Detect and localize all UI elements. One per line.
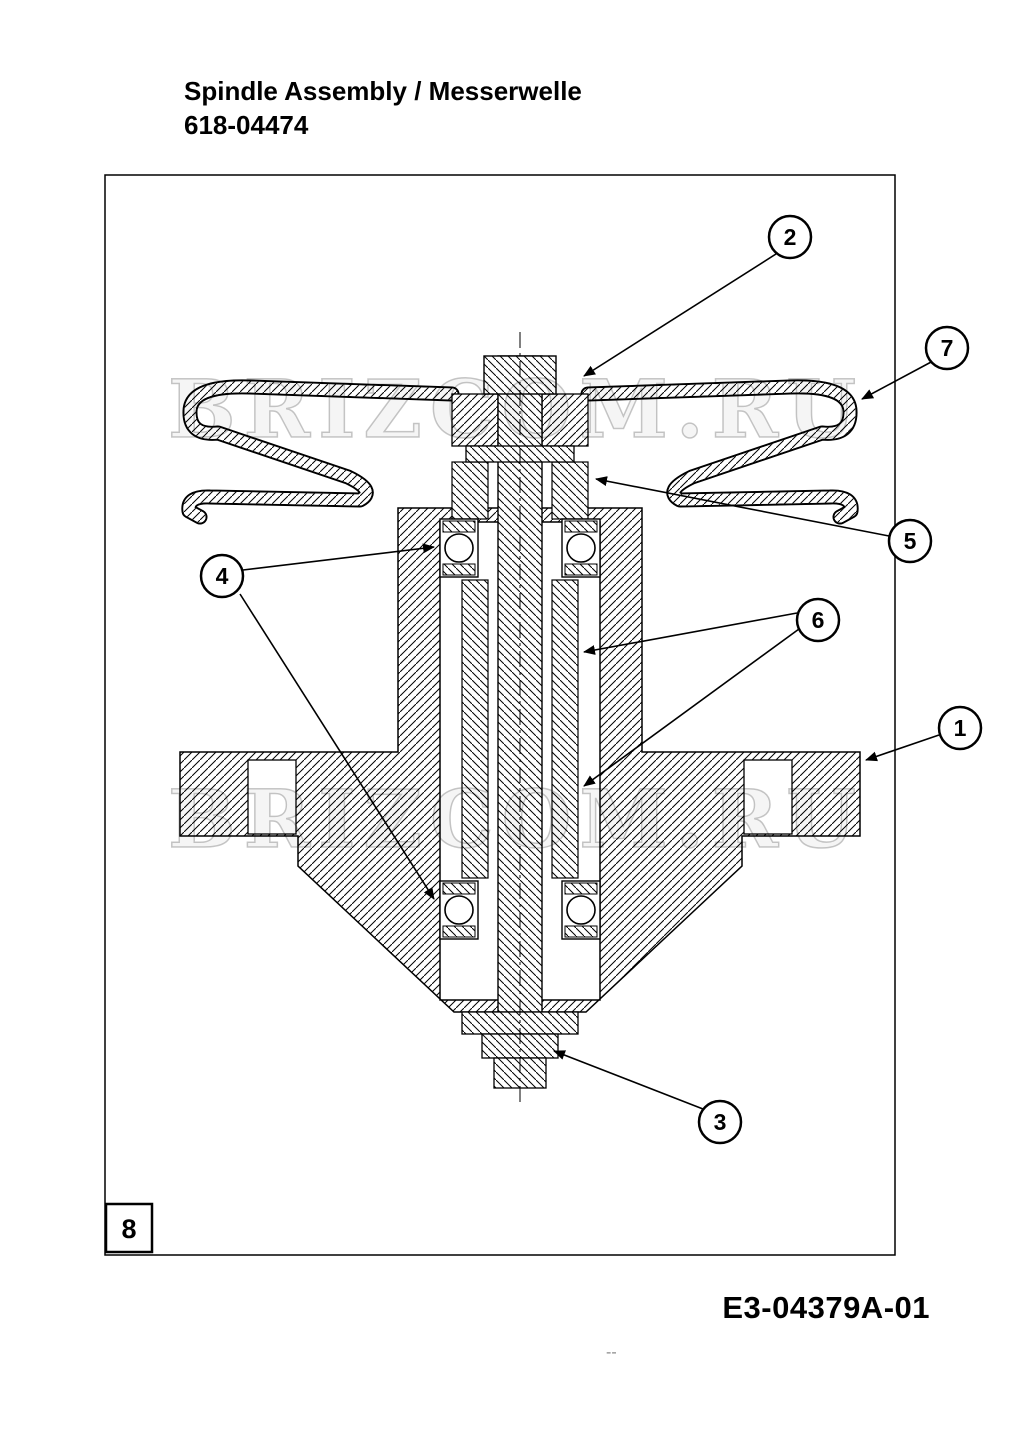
spacer-wall-right	[551, 579, 579, 879]
bearing-spacer	[451, 461, 589, 879]
callout-number: 1	[954, 715, 967, 741]
page-number: 8	[121, 1214, 136, 1244]
bearing-race-bottom	[442, 563, 476, 576]
callout-number: 6	[812, 607, 825, 633]
pulley-left-hatch	[189, 387, 452, 517]
bearing-ball	[566, 533, 596, 563]
bearing-race-bottom	[442, 925, 476, 938]
callout-circle	[924, 325, 970, 371]
callout-circle	[887, 518, 933, 564]
leader-6a	[583, 612, 798, 655]
callout-1: 1	[937, 705, 983, 751]
bearing-ball	[566, 895, 596, 925]
bearing-race-bottom	[564, 563, 598, 576]
leader-5	[595, 476, 890, 537]
bearing-race-top	[564, 882, 598, 895]
callout-circle	[199, 553, 245, 599]
bearing-ball	[444, 895, 474, 925]
callout-circle	[795, 597, 841, 643]
pulley-right-hatch	[588, 387, 851, 517]
callout-number: 3	[714, 1109, 727, 1135]
callout-2: 2	[767, 214, 813, 260]
callout-4: 4	[199, 553, 245, 599]
drawing-border	[104, 174, 896, 1256]
spindle-drawing	[179, 332, 861, 1102]
stray-mark: --	[606, 1344, 617, 1361]
callouts: 1 2 3 4 5 6 7	[199, 214, 983, 1145]
bearing-lower-left	[439, 880, 479, 940]
spacer-upper-right	[551, 461, 589, 520]
leader-2	[583, 253, 777, 377]
leader-4a	[242, 543, 435, 571]
pulley-hub-left	[451, 393, 499, 447]
callout-circle	[697, 1099, 743, 1145]
callout-6: 6	[795, 597, 841, 643]
leader-lines	[239, 253, 940, 1110]
page-number-box: 8	[104, 1202, 154, 1254]
spacer-wall-left	[461, 579, 489, 879]
flange-bolt-slot-left	[247, 759, 297, 835]
bearing-lower-right	[561, 880, 601, 940]
part-number: 618-04474	[184, 110, 309, 140]
pulley-hub-right	[541, 393, 589, 447]
drawing-number: E3-04379A-01	[722, 1290, 930, 1325]
bearing-ball	[444, 533, 474, 563]
bearing-race-top	[564, 520, 598, 533]
bearing-upper-right	[561, 518, 601, 578]
bearing-race-bottom	[564, 925, 598, 938]
leader-1	[865, 734, 940, 762]
pulley-cross-section	[189, 387, 851, 517]
callout-circle	[767, 214, 813, 260]
leader-4b	[239, 593, 435, 900]
callout-number: 5	[904, 528, 917, 554]
callout-number: 7	[941, 335, 954, 361]
bearing-race-top	[442, 520, 476, 533]
callout-3: 3	[697, 1099, 743, 1145]
leader-3	[553, 1050, 704, 1110]
callout-number: 2	[784, 224, 797, 250]
shaft-center	[497, 355, 543, 1013]
callout-7: 7	[924, 325, 970, 371]
spacer-upper-left	[451, 461, 489, 520]
bearing-upper-left	[439, 518, 479, 578]
leader-6b	[583, 628, 800, 787]
spindle-shaft	[461, 355, 579, 1089]
bearing-race-top	[442, 882, 476, 895]
flange-bolt-slot-right	[743, 759, 793, 835]
callout-circle	[937, 705, 983, 751]
page-title: Spindle Assembly / Messerwelle	[184, 76, 582, 106]
callout-5: 5	[887, 518, 933, 564]
leader-7	[861, 360, 934, 400]
page-number-frame	[104, 1202, 154, 1254]
callout-number: 4	[216, 563, 229, 589]
title-block: Spindle Assembly / Messerwelle 618-04474	[184, 74, 582, 142]
housing-body	[179, 507, 861, 1013]
